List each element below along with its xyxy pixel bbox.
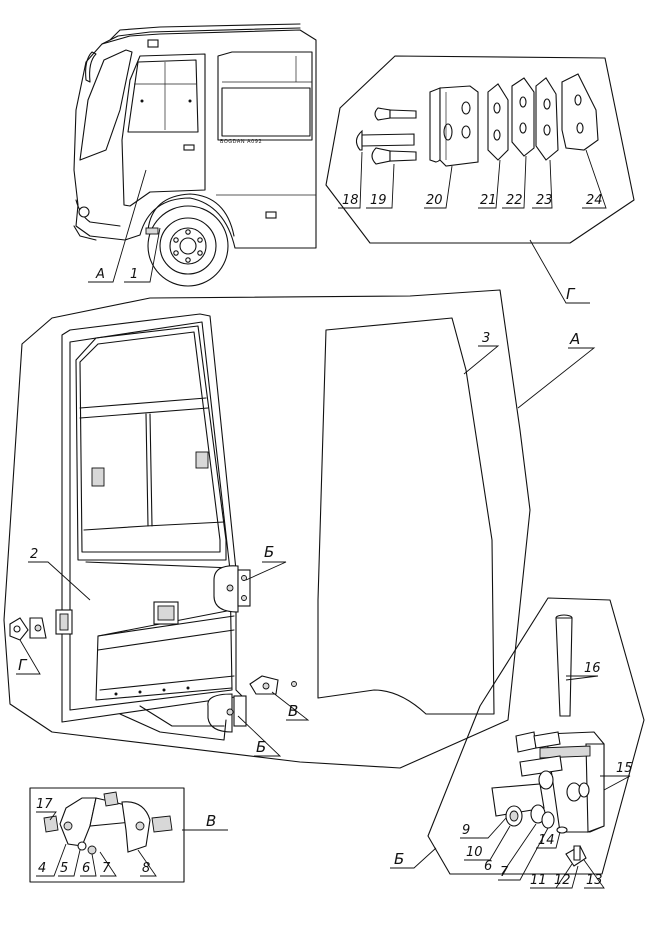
callout-b-detail: Б bbox=[394, 850, 404, 868]
part-label-13: 13 bbox=[586, 873, 603, 888]
bus-leaders: A 1 bbox=[88, 169, 161, 283]
part-label-1: 1 bbox=[130, 267, 138, 282]
part-label-17: 17 bbox=[36, 797, 53, 812]
detail-b-hinge: 16 15 9 10 6 7 14 11 12 13 Б bbox=[390, 597, 645, 889]
part-label-9: 9 bbox=[462, 823, 470, 838]
part-label-2: 2 bbox=[30, 547, 38, 562]
part-label-7-v: 7 bbox=[102, 861, 111, 876]
callout-a-view: A bbox=[569, 330, 580, 348]
detail-a-door-assembly: 2 3 A Б Б В Г bbox=[3, 289, 596, 769]
part-label-16: 16 bbox=[584, 661, 601, 676]
callout-g-view: Г bbox=[18, 656, 28, 674]
bus-brand-text: BOGDAN A092 bbox=[220, 139, 262, 145]
part-label-15: 15 bbox=[616, 761, 633, 776]
part-label-12: 12 bbox=[554, 873, 571, 888]
part-label-14: 14 bbox=[538, 833, 555, 848]
part-label-22: 22 bbox=[506, 193, 523, 208]
part-label-10: 10 bbox=[466, 845, 483, 860]
part-label-6-b: 6 bbox=[484, 859, 492, 874]
callout-b-lower: Б bbox=[256, 738, 266, 756]
part-label-24: 24 bbox=[586, 193, 603, 208]
part-label-4: 4 bbox=[38, 861, 46, 876]
part-label-19: 19 bbox=[370, 193, 387, 208]
part-label-7-b: 7 bbox=[500, 865, 509, 880]
callout-b-upper: Б bbox=[264, 543, 274, 561]
part-label-8: 8 bbox=[142, 861, 150, 876]
part-label-5: 5 bbox=[60, 861, 68, 876]
bus-front-view: BOGDAN A092 bbox=[73, 23, 317, 287]
callout-v-view: В bbox=[288, 702, 298, 720]
callout-a-bus: A bbox=[95, 267, 105, 282]
detail-v-bracket: 17 4 5 6 7 8 В bbox=[29, 787, 228, 883]
callout-v-detail: В bbox=[206, 812, 216, 830]
part-label-18: 18 bbox=[342, 193, 359, 208]
part-label-6: 6 bbox=[82, 861, 90, 876]
part-label-11: 11 bbox=[530, 873, 547, 888]
part-label-3: 3 bbox=[482, 331, 490, 346]
part-label-20: 20 bbox=[426, 193, 443, 208]
part-label-21: 21 bbox=[480, 193, 497, 208]
callout-g-detail: Г bbox=[566, 285, 576, 303]
detail-g-fasteners: 18 19 20 21 22 23 24 Г bbox=[325, 55, 635, 304]
part-label-23: 23 bbox=[536, 193, 553, 208]
